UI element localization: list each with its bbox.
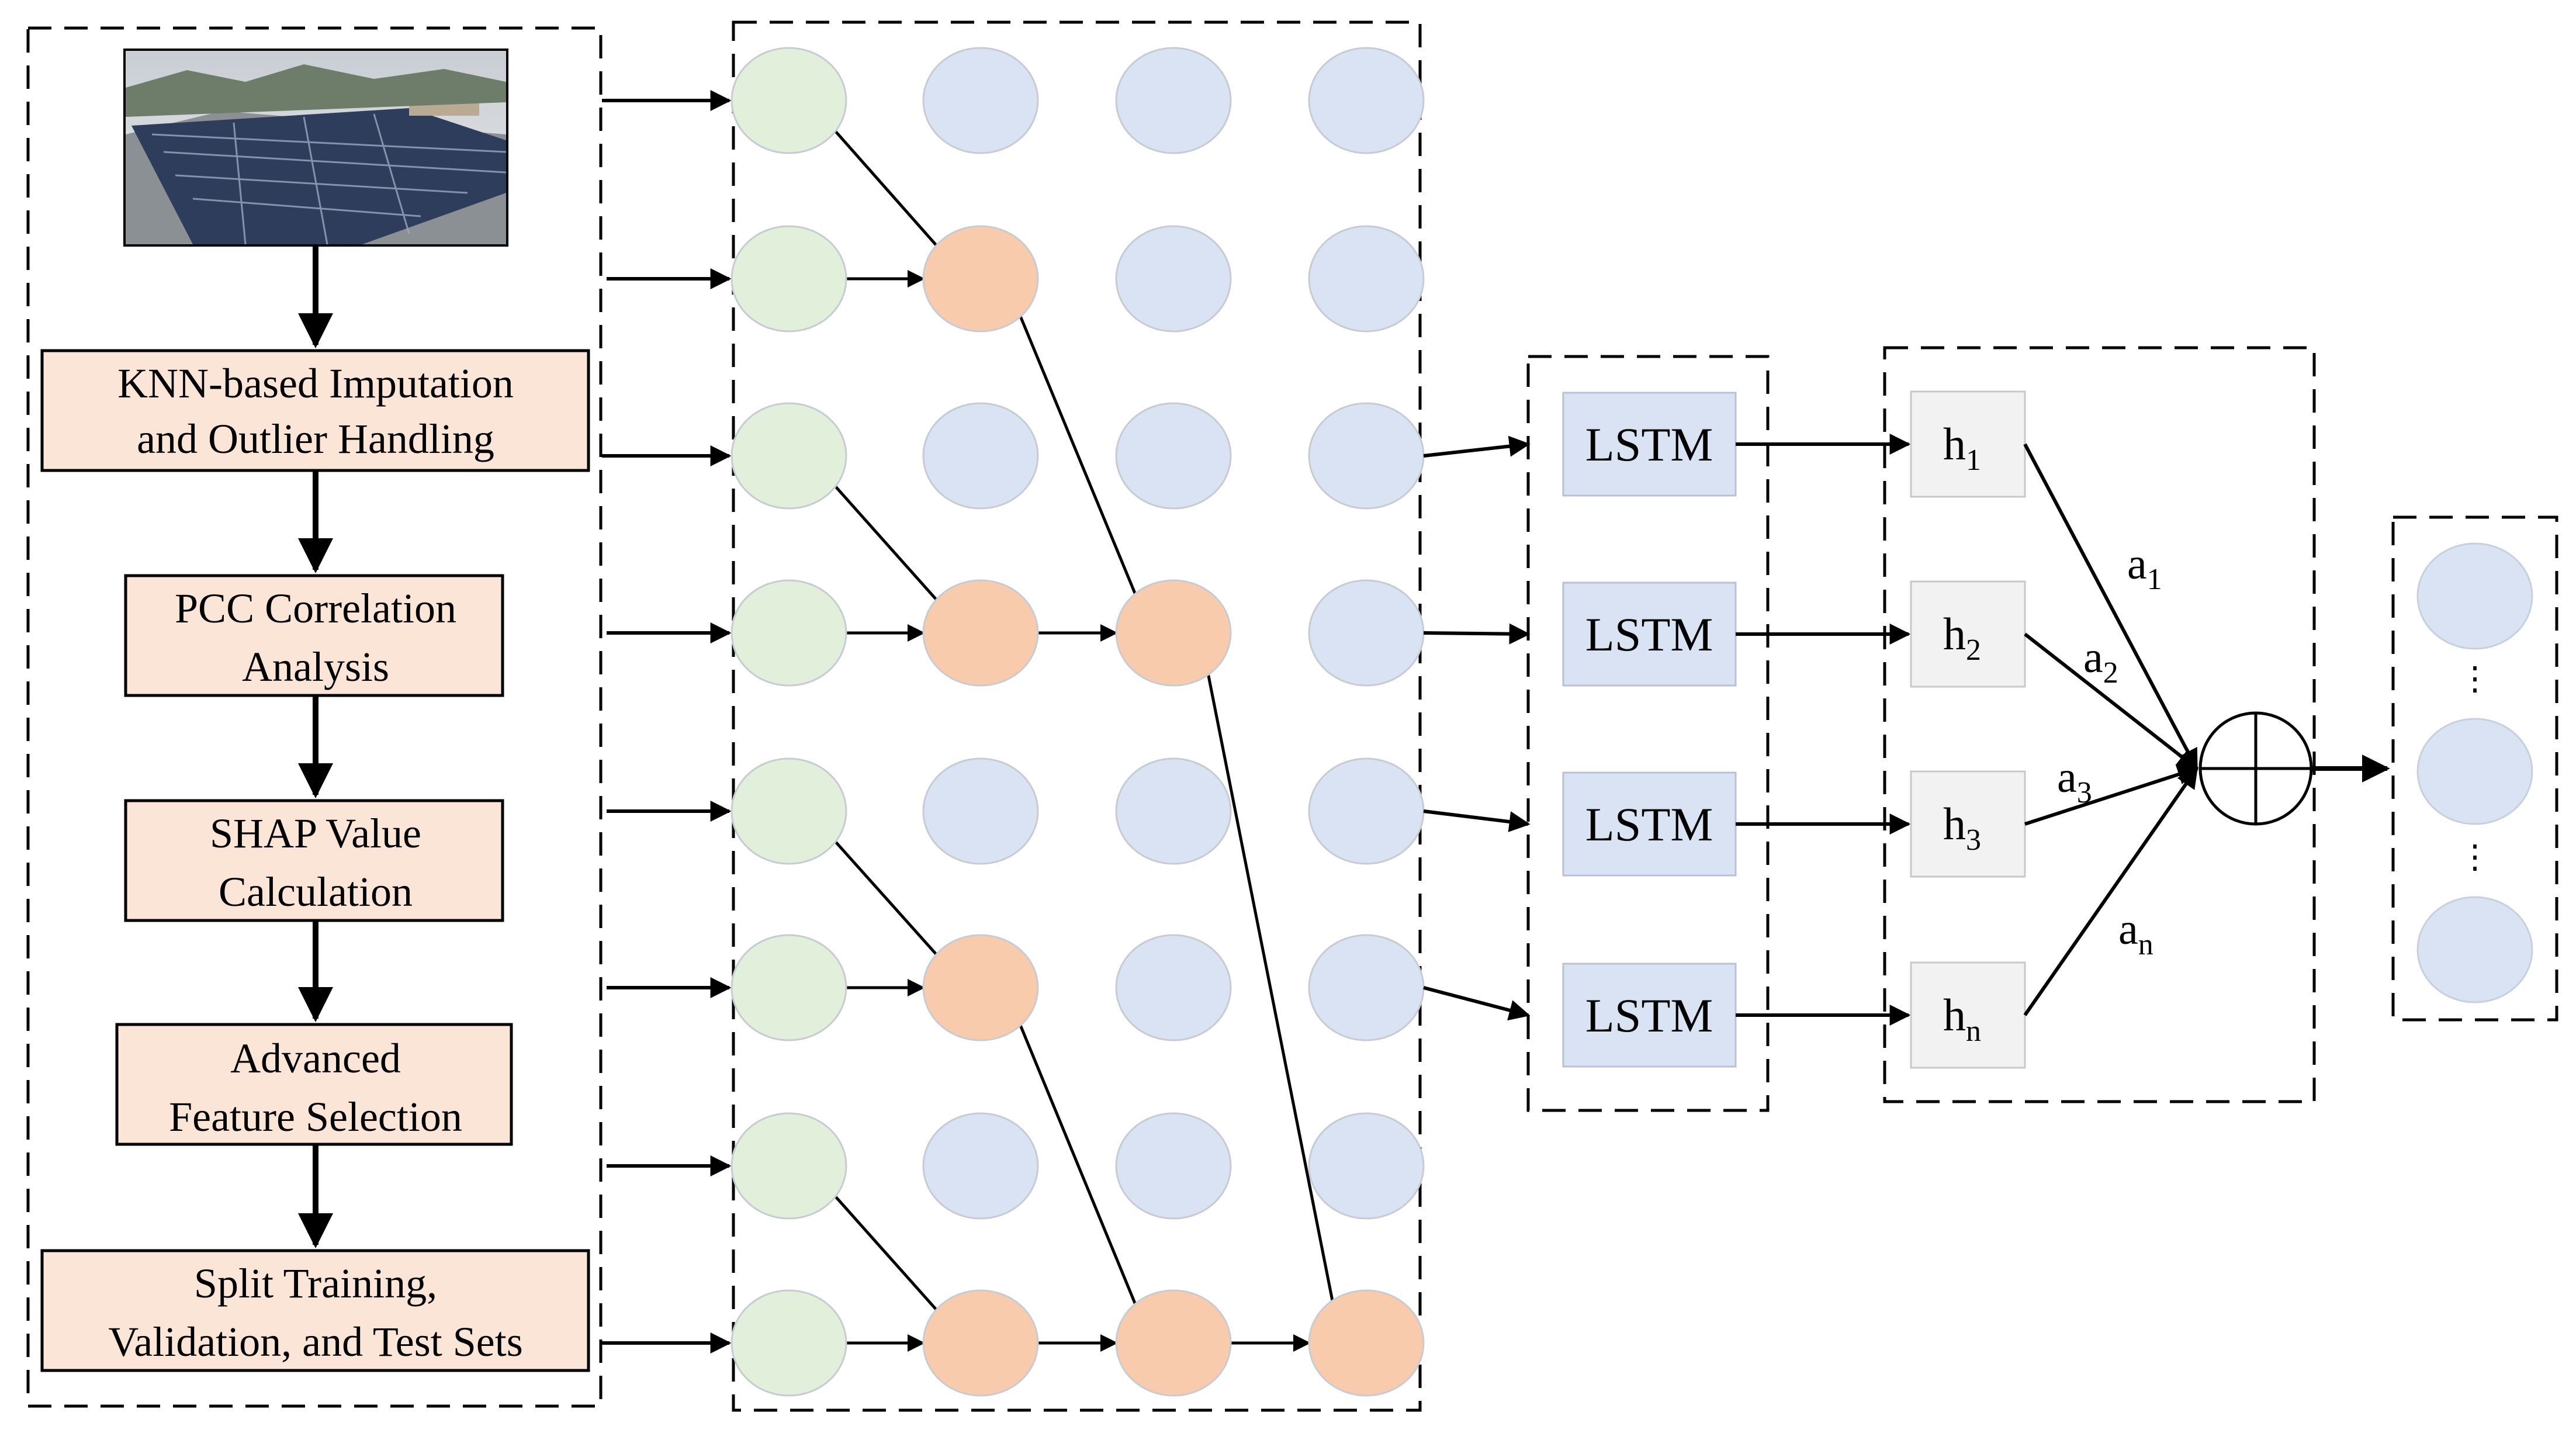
active-node [1308, 1289, 1425, 1397]
hidden-state-box [1910, 390, 2026, 498]
output-container [2391, 515, 2558, 1022]
hidden-node [1115, 225, 1232, 333]
lstm-label: LSTM [1585, 608, 1713, 661]
pipeline-step-1: KNN-based Imputation and Outlier Handlin… [40, 349, 590, 472]
lstm-label: LSTM [1585, 798, 1713, 851]
lstm-label: LSTM [1585, 989, 1713, 1042]
lstm-cell [1562, 581, 1737, 687]
attention-weight-label: a3 [2057, 753, 2092, 809]
hidden-node [1308, 934, 1425, 1041]
input-node [730, 1112, 847, 1220]
pipeline-step-2: PCC Correlation Analysis [124, 574, 504, 697]
lstm-label: LSTM [1585, 418, 1713, 471]
attention-weight-label: a2 [2083, 633, 2118, 690]
attention-arrow [2023, 443, 2198, 771]
input-node [730, 402, 847, 510]
connection-arrow [816, 110, 953, 265]
active-node [1115, 1289, 1232, 1397]
network-to-lstm-arrow [1423, 435, 1531, 458]
hidden-node [1308, 402, 1425, 510]
output-node-3 [2416, 896, 2533, 1003]
hidden-state-label: hn [1943, 989, 1981, 1048]
input-node [730, 934, 847, 1041]
pipeline-step-5-line1: Split Training, [194, 1260, 437, 1307]
hidden-state-label: h3 [1943, 798, 1981, 857]
pipeline-step-1-line2: and Outlier Handling [137, 416, 494, 462]
connection-arrow [1007, 998, 1147, 1329]
connection-arrow [1007, 289, 1147, 619]
lstm-container [1526, 355, 1770, 1112]
active-node [922, 225, 1039, 333]
hidden-node [922, 47, 1039, 154]
network-to-lstm-arrow [1423, 986, 1531, 1021]
pipeline-step-5: Split Training, Validation, and Test Set… [40, 1249, 590, 1372]
attention-arrow [2024, 632, 2198, 770]
pipeline-step-1-line1: KNN-based Imputation [117, 360, 514, 407]
input-node [730, 1289, 847, 1397]
network-to-lstm-arrow [1423, 623, 1531, 645]
summation-icon [2198, 711, 2313, 826]
network-to-lstm-arrow [1423, 809, 1531, 832]
connection-arrow [816, 1175, 953, 1329]
lstm-cell [1562, 771, 1737, 877]
active-node [922, 934, 1039, 1041]
solar-panel-photo [123, 49, 508, 247]
hidden-state-container [1883, 346, 2316, 1103]
lstm-cells: LSTM LSTM LSTM LSTM [1562, 392, 1911, 1068]
pipeline-step-3-line2: Calculation [219, 868, 413, 915]
hidden-node [1308, 225, 1425, 333]
hidden-state-label: h2 [1943, 608, 1981, 667]
pipeline-step-5-line2: Validation, and Test Sets [108, 1318, 523, 1365]
network-container [732, 20, 1422, 1412]
hidden-node [1115, 1112, 1232, 1220]
input-node [730, 579, 847, 687]
attention-weight-label: an [2118, 905, 2153, 961]
output-ellipsis-1: ⋮ [2459, 661, 2491, 697]
attention-weight-label: a1 [2127, 539, 2162, 596]
active-node [922, 1289, 1039, 1397]
hidden-state-box [1910, 770, 2026, 878]
connection-arrow [816, 821, 954, 974]
lstm-cell [1562, 392, 1737, 497]
hidden-node [1308, 1112, 1425, 1220]
pipeline-step-2-line2: Analysis [242, 643, 389, 690]
hidden-node [1115, 934, 1232, 1041]
attention-arrow [2023, 767, 2198, 1016]
input-node [730, 47, 847, 154]
hidden-node [1115, 757, 1232, 865]
hidden-node [1308, 757, 1425, 865]
hidden-node [1308, 579, 1425, 687]
input-node [730, 225, 847, 333]
hidden-state-box [1910, 580, 2026, 688]
hidden-node [1115, 402, 1232, 510]
pipeline-step-2-line1: PCC Correlation [175, 585, 456, 632]
active-node [1115, 579, 1232, 687]
hidden-node [922, 757, 1039, 865]
hidden-state-box [1910, 961, 2026, 1069]
hidden-node [1115, 47, 1232, 154]
pipeline-step-4-line2: Feature Selection [169, 1093, 462, 1140]
hidden-node [922, 1112, 1039, 1220]
connection-arrow [816, 465, 953, 619]
feature-network [602, 20, 1531, 1412]
pipeline-step-4-line1: Advanced [230, 1035, 401, 1082]
pipeline-step-3-line1: SHAP Value [210, 810, 421, 857]
active-node [922, 579, 1039, 687]
output-node-1 [2416, 542, 2533, 650]
lstm-cell [1562, 963, 1737, 1068]
hidden-node [922, 402, 1039, 510]
pipeline-step-3: SHAP Value Calculation [124, 799, 504, 922]
input-node [730, 757, 847, 865]
output-ellipsis-2: ⋮ [2459, 839, 2491, 875]
hidden-state-label: h1 [1943, 418, 1981, 477]
connection-arrow [1200, 643, 1344, 1329]
pipeline-step-4: Advanced Feature Selection [115, 1023, 513, 1146]
attention-arrow [2024, 764, 2199, 826]
output-node-2 [2416, 718, 2533, 825]
hidden-node [1308, 47, 1425, 154]
